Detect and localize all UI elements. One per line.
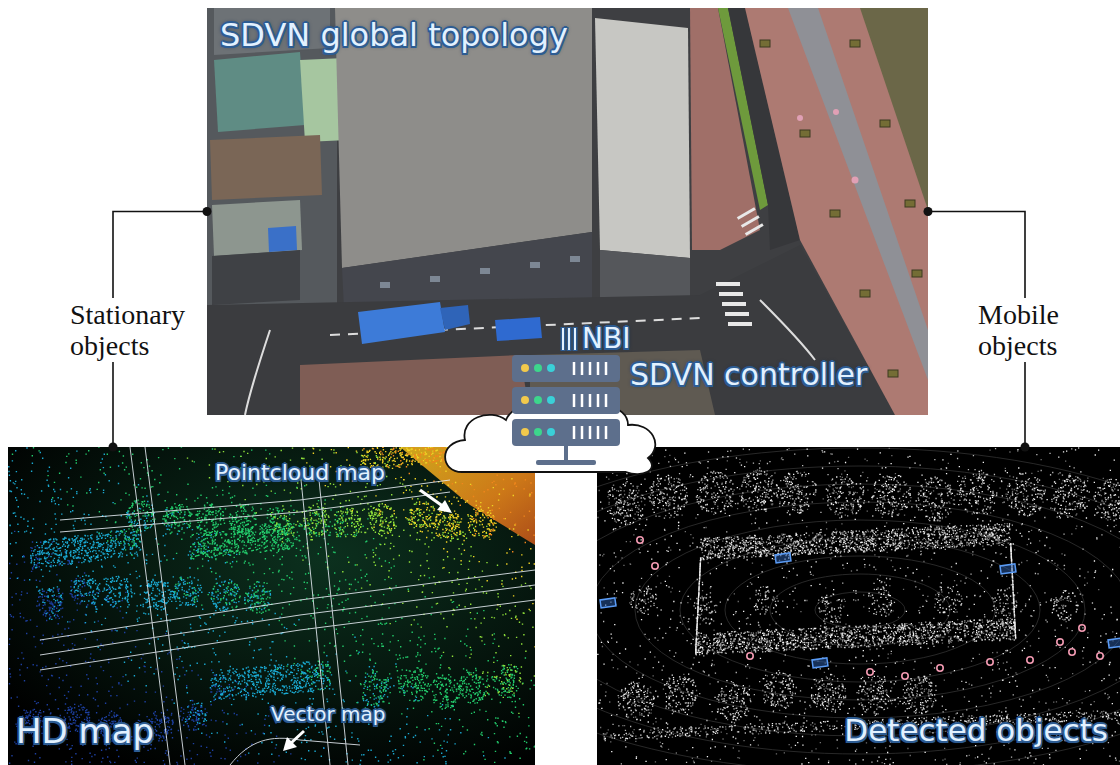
panel-label: Detected objects — [844, 713, 1108, 747]
point-cloud-layer — [9, 531, 325, 764]
scan-ring — [680, 538, 1040, 682]
plaza — [745, 8, 928, 415]
image-panel: SDVN global topology — [207, 8, 928, 415]
pedestrian-marker — [937, 665, 943, 671]
image-panel: Pointcloud mapVector map HD map — [8, 447, 535, 765]
server-unit — [512, 355, 620, 382]
server-unit — [512, 419, 620, 446]
pedestrian-marker — [1027, 657, 1033, 663]
roof — [595, 18, 690, 258]
server-base — [536, 460, 596, 465]
point-cloud-layer — [597, 449, 1120, 764]
roof — [210, 135, 322, 200]
ground — [207, 8, 928, 415]
panel-label: Pointcloud map — [215, 461, 385, 485]
panel-label: Vector map — [271, 703, 386, 725]
pedestrian-marker — [987, 659, 993, 665]
scan-ring — [770, 574, 950, 646]
road — [207, 245, 895, 415]
facade — [600, 250, 690, 300]
edge-label: Stationary objects — [67, 298, 203, 363]
planters — [760, 40, 922, 377]
vehicle-box — [812, 658, 828, 668]
edge-label: Mobile objects — [975, 298, 1111, 363]
scan-ring — [597, 448, 1120, 765]
server-vents — [574, 362, 606, 439]
pedestrian-marker — [652, 563, 658, 569]
glow — [8, 447, 535, 765]
panel-label: SDVN controller — [630, 358, 867, 391]
scan-ring — [597, 484, 1120, 736]
vehicle-box — [600, 598, 616, 608]
pedestrian-marker — [1079, 625, 1085, 631]
point-cloud-layer — [597, 448, 1120, 763]
server-stand — [564, 445, 568, 461]
point-cloud-layer — [12, 447, 535, 762]
pedestrian-marker — [1097, 653, 1103, 659]
pedestrians — [797, 109, 859, 184]
vehicle — [268, 226, 297, 252]
path — [788, 8, 928, 380]
roof — [212, 200, 302, 256]
vehicle-box — [1000, 564, 1016, 574]
hd-map-render — [8, 447, 535, 765]
crosswalk — [716, 207, 764, 326]
truck — [358, 302, 445, 344]
controller-group: NBISDVN controller — [440, 318, 926, 478]
vehicle-box — [775, 553, 791, 563]
end-dot — [109, 443, 118, 452]
pedestrian-marker — [637, 537, 643, 543]
interface-bars — [563, 327, 575, 351]
pedestrian-marker — [1069, 649, 1075, 655]
pedestrian-marker — [867, 669, 873, 675]
end-dot — [924, 207, 933, 216]
vehicle-box — [1108, 638, 1120, 648]
panel-label: NBI — [582, 324, 630, 355]
sidewalk — [300, 355, 530, 415]
roof — [214, 52, 305, 132]
van — [495, 317, 542, 341]
server-leds — [521, 364, 555, 436]
server-unit — [512, 387, 620, 414]
point-cloud — [8, 447, 535, 764]
end-dot — [1021, 443, 1030, 452]
facade — [212, 250, 300, 305]
pedestrian-marker — [902, 673, 908, 679]
pedestrian-marker — [1057, 639, 1063, 645]
city-render — [207, 8, 928, 415]
windows — [380, 256, 580, 288]
panel-label: SDVN global topology — [220, 18, 568, 53]
truck-cab — [440, 305, 470, 330]
point-cloud — [597, 448, 1120, 765]
detection-render — [597, 447, 1120, 765]
panel-label: HD map — [16, 713, 154, 750]
end-dot — [203, 207, 212, 216]
point-cloud-layer — [187, 448, 535, 713]
point-cloud-layer — [600, 448, 1120, 765]
pedestrian-marker — [747, 653, 753, 659]
background — [8, 447, 535, 765]
image-panel: Detected objects — [597, 447, 1120, 765]
